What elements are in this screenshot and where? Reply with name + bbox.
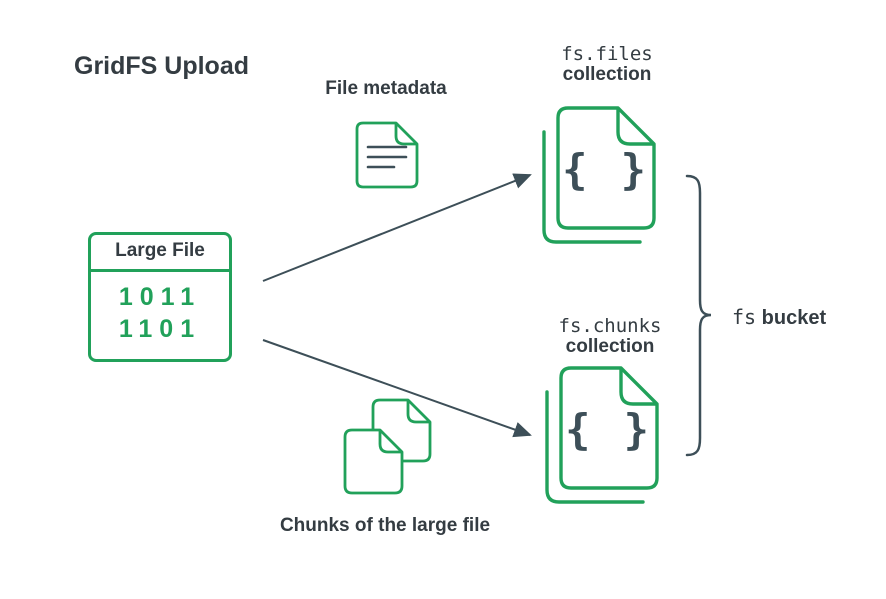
- files-collection-name: fs.files: [561, 43, 653, 65]
- binary-row-1: 1011: [118, 283, 202, 311]
- chunks-caption: Chunks of the large file: [279, 515, 491, 536]
- large-file-box: Large File 1011 1101: [88, 232, 232, 362]
- chunks-collection-doc-shape: [545, 366, 659, 504]
- files-collection-doc-shape: [542, 106, 656, 244]
- files-collection-icon: { }: [540, 102, 670, 252]
- arrow-largefile-to-chunks: [262, 339, 532, 438]
- chunks-collection-name: fs.chunks: [558, 315, 662, 337]
- file-metadata-label: File metadata: [325, 78, 447, 99]
- chunks-collection-label: fs.chunks collection: [540, 316, 680, 358]
- large-file-title: Large File: [91, 235, 229, 272]
- file-metadata-document-icon: [355, 121, 419, 189]
- bucket-label-mono: fs: [732, 305, 757, 329]
- chunks-documents-icon: [343, 398, 432, 495]
- files-collection-kind: collection: [562, 63, 652, 85]
- chunks-collection-icon: { }: [543, 362, 673, 512]
- files-collection-braces: { }: [562, 145, 650, 194]
- bucket-brace: [685, 174, 712, 457]
- bucket-label: fs bucket: [732, 305, 826, 330]
- files-collection-label: fs.files collection: [540, 44, 674, 86]
- stacked-page-line: [545, 390, 645, 504]
- stacked-page-line: [542, 130, 642, 244]
- arrow-largefile-to-files: [262, 173, 532, 282]
- chunks-collection-braces: { }: [565, 405, 653, 454]
- chunks-collection-kind: collection: [565, 335, 655, 357]
- binary-row-2: 1101: [118, 315, 202, 343]
- bucket-label-text: bucket: [761, 307, 827, 329]
- large-file-binary: 1011 1101: [91, 272, 229, 345]
- diagram-title: GridFS Upload: [74, 52, 249, 80]
